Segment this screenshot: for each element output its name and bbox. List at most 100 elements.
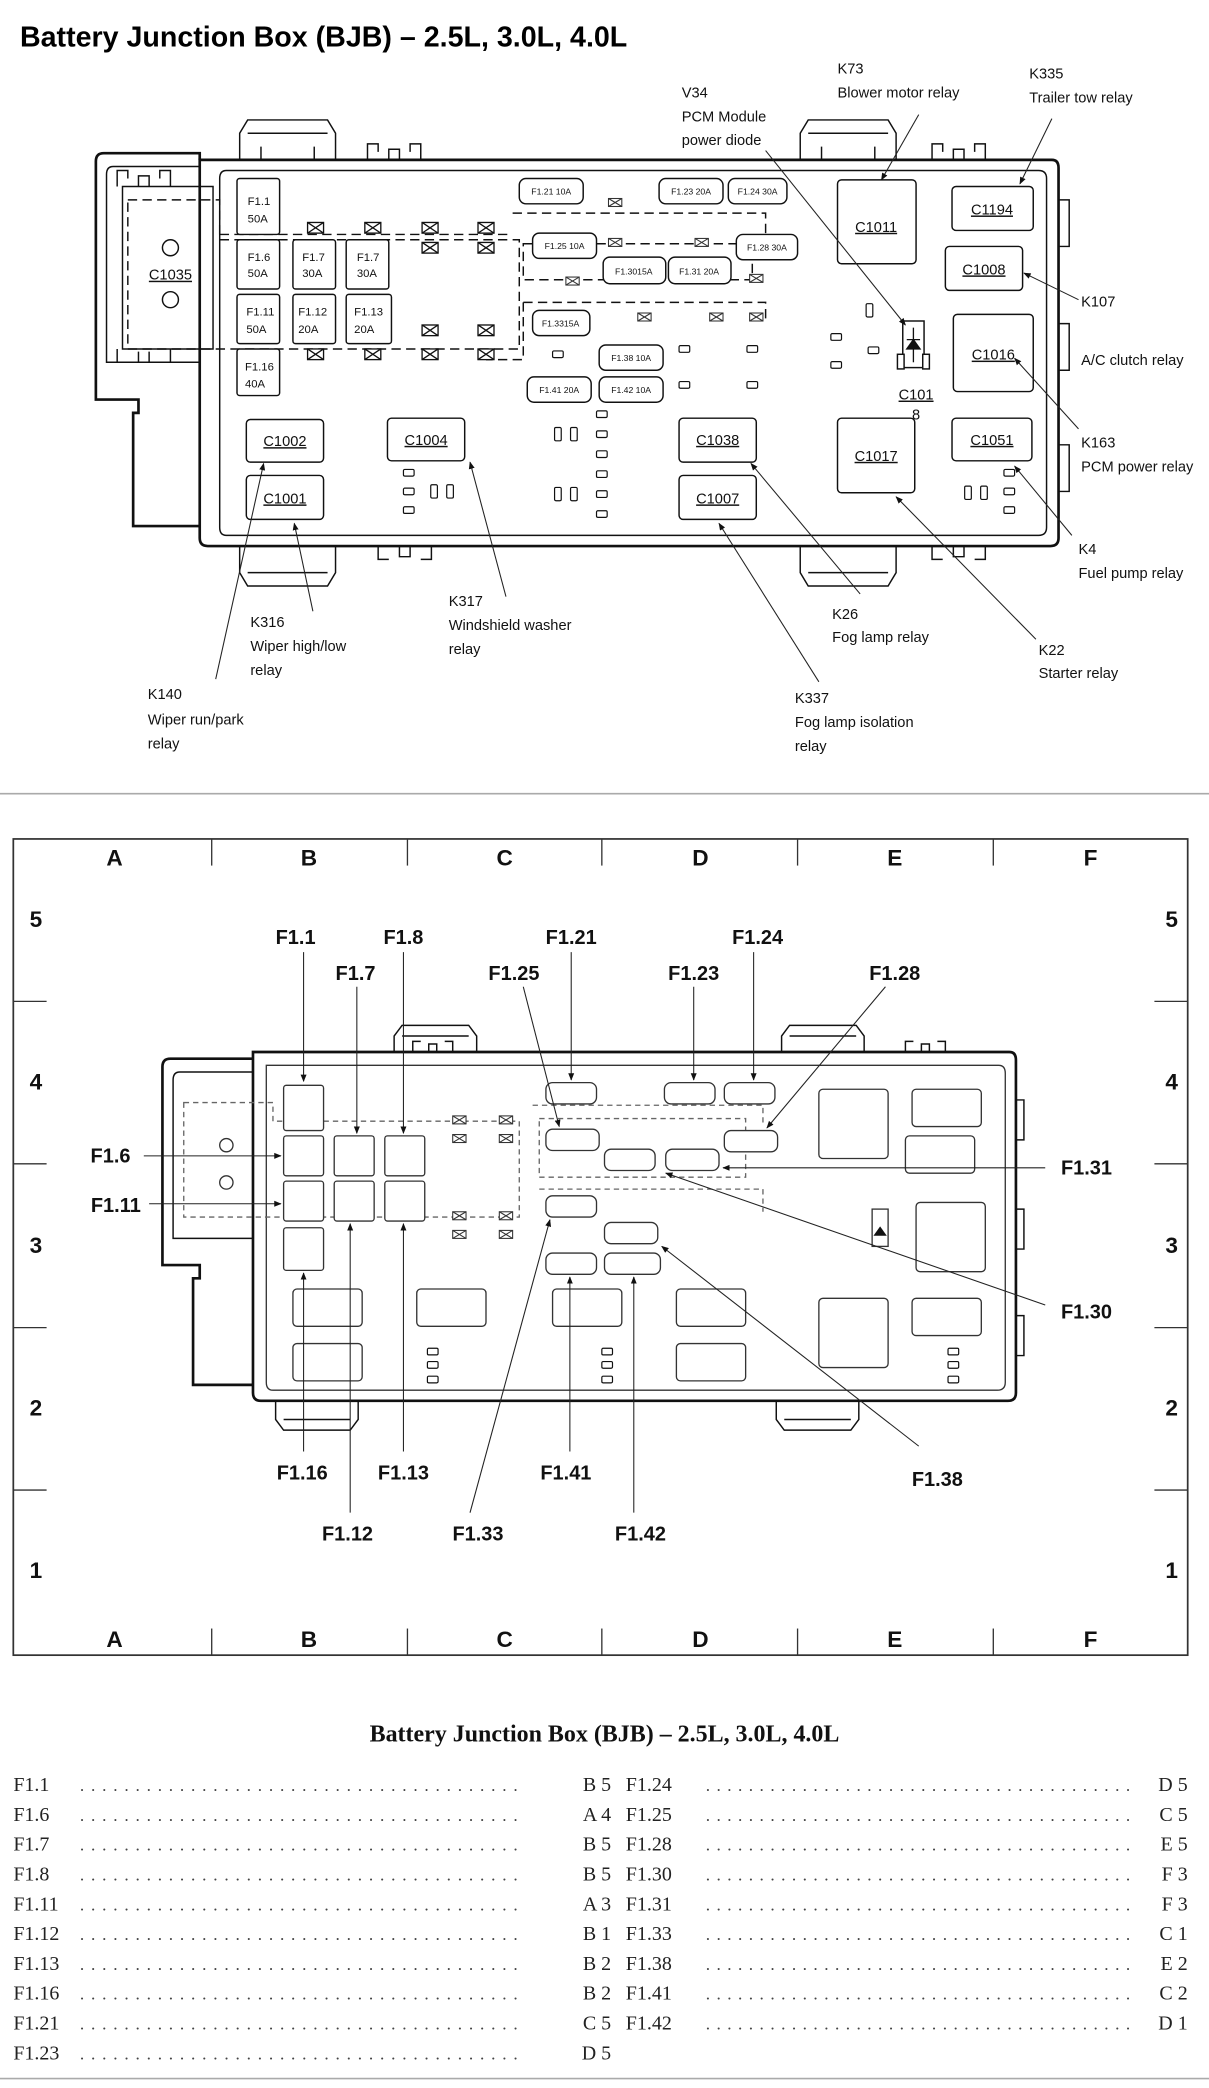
connector-c1001: C1001 (245, 474, 325, 521)
row-label-2: 2 (1165, 1395, 1178, 1420)
connector-c1007: C1007 (678, 474, 758, 521)
fuse-id: F1.8 (13, 1863, 49, 1885)
svg-text:F1.13: F1.13 (354, 307, 383, 319)
dot-leader: ........................................ (706, 1895, 1132, 1914)
fuse-id: F1.16 (13, 1983, 59, 2005)
table-row: F1.41...................................… (626, 1983, 1188, 2005)
svg-text:relay: relay (148, 736, 180, 752)
table-row: F1.24...................................… (626, 1774, 1188, 1796)
col-label-b: B (301, 1627, 317, 1652)
dot-leader: ........................................ (706, 1776, 1132, 1795)
svg-text:F1.28 30A: F1.28 30A (747, 242, 787, 252)
table-row: F1.25...................................… (626, 1804, 1188, 1826)
fuse-id: F1.6 (13, 1804, 49, 1826)
grid-location: B 2 (583, 1983, 611, 2005)
table-row: F1.31...................................… (626, 1893, 1188, 1915)
grid-location: C 1 (1159, 1923, 1187, 1945)
callout-k22: K22 Starter relay (1039, 643, 1119, 682)
grid-label-f1-7: F1.7 (336, 963, 376, 985)
svg-text:8: 8 (912, 408, 920, 424)
fuse-id: F1.1 (13, 1774, 49, 1796)
maxi-fuse: F1.16 40A (236, 348, 281, 397)
maxi-fuse: F1.6 50A (236, 239, 281, 290)
row-label-5: 5 (1165, 907, 1178, 932)
svg-text:power diode: power diode (682, 133, 762, 149)
svg-text:K26: K26 (832, 607, 858, 623)
table-row: F1.16...................................… (13, 1983, 611, 2005)
svg-text:Blower motor relay: Blower motor relay (838, 85, 961, 101)
table-row: F1.30...................................… (626, 1863, 1188, 1885)
svg-text:F1.11: F1.11 (246, 307, 274, 319)
grid-location: F 3 (1162, 1863, 1188, 1885)
grid-location: B 5 (583, 1834, 611, 1856)
svg-text:C1038: C1038 (696, 433, 739, 449)
connector-c1002: C1002 (245, 418, 325, 463)
grid-location: D 1 (1158, 2013, 1187, 2035)
table-row: F1.8....................................… (13, 1863, 611, 1885)
svg-text:F1.1: F1.1 (248, 196, 271, 208)
table-row: F1.6....................................… (13, 1804, 611, 1826)
mini-fuse: F1.25 10A (531, 232, 598, 260)
dot-leader: ........................................ (706, 1925, 1132, 1944)
svg-text:Starter relay: Starter relay (1039, 666, 1119, 682)
callout-k337: K337 Fog lamp isolation relay (795, 691, 914, 755)
table-row: F1.33...................................… (626, 1923, 1188, 1945)
svg-text:F1.3015A: F1.3015A (615, 266, 653, 276)
diode-icon (905, 338, 922, 350)
svg-text:C1017: C1017 (855, 449, 898, 465)
col-label-c: C (496, 846, 512, 871)
col-label-b: B (301, 846, 317, 871)
fuse-id: F1.7 (13, 1834, 49, 1856)
table-row: F1.38...................................… (626, 1953, 1188, 1975)
svg-text:K163: K163 (1081, 435, 1115, 451)
svg-text:F1.16: F1.16 (245, 361, 274, 373)
table-row: F1.12...................................… (13, 1923, 611, 1945)
mini-fuse: F1.41 20A (526, 376, 592, 403)
dot-leader: ........................................ (80, 1895, 519, 1914)
svg-text:A/C clutch relay: A/C clutch relay (1081, 353, 1184, 369)
svg-text:F1.6: F1.6 (248, 252, 271, 264)
grid-frame (12, 838, 1189, 1657)
svg-text:Fog lamp isolation: Fog lamp isolation (795, 715, 914, 731)
bjb-grid-diagram: A B C D E F A B C D E F 5 4 3 2 1 5 4 3 … (12, 838, 1189, 1657)
fuse-id: F1.42 (626, 2013, 672, 2035)
connector-c1011: C1011 (836, 179, 917, 265)
svg-text:K317: K317 (449, 594, 483, 610)
connector-c1016: C1016 (952, 313, 1034, 393)
svg-text:C1016: C1016 (972, 348, 1015, 364)
grid-location: A 3 (583, 1893, 611, 1915)
svg-text:K4: K4 (1079, 542, 1097, 558)
svg-text:F1.23 20A: F1.23 20A (671, 187, 711, 197)
dashed-bus-region-left (127, 199, 521, 350)
dot-leader: ........................................ (80, 2044, 519, 2063)
grid-label-f1-41: F1.41 (540, 1462, 591, 1484)
svg-text:Fuel pump relay: Fuel pump relay (1079, 566, 1185, 582)
grid-label-f1-13: F1.13 (378, 1462, 429, 1484)
grid-location: B 2 (583, 1953, 611, 1975)
row-label-3: 3 (1165, 1233, 1178, 1258)
row-label-4: 4 (1165, 1069, 1178, 1094)
grid-label-f1-33: F1.33 (452, 1524, 503, 1546)
svg-text:F1.7: F1.7 (302, 252, 325, 264)
svg-text:V34: V34 (682, 85, 708, 101)
svg-text:K316: K316 (250, 615, 284, 631)
col-label-f: F (1084, 1627, 1098, 1652)
table-row: F1.28...................................… (626, 1834, 1188, 1856)
grid-callout-lines (143, 952, 1046, 1513)
svg-text:50A: 50A (248, 268, 269, 280)
svg-text:50A: 50A (246, 324, 267, 336)
svg-text:F1.3315A: F1.3315A (542, 318, 580, 328)
grid-label-f1-28: F1.28 (869, 963, 920, 985)
svg-text:F1.41 20A: F1.41 20A (539, 385, 579, 395)
c1035-terminal-icon (161, 239, 180, 257)
dot-leader: ........................................ (706, 2015, 1132, 2034)
connector-c1194: C1194 (951, 185, 1034, 232)
dot-leader: ........................................ (706, 1836, 1132, 1855)
callout-k317: K317 Windshield washer relay (449, 594, 572, 658)
col-label-c: C (496, 1627, 512, 1652)
svg-text:K107: K107 (1081, 294, 1115, 310)
fuse-location-table: Battery Junction Box (BJB) – 2.5L, 3.0L,… (13, 1722, 1187, 2065)
grid-location: C 5 (1159, 1804, 1187, 1826)
grid-location: B 5 (583, 1774, 611, 1796)
page-title: Battery Junction Box (BJB) – 2.5L, 3.0L,… (20, 22, 627, 54)
